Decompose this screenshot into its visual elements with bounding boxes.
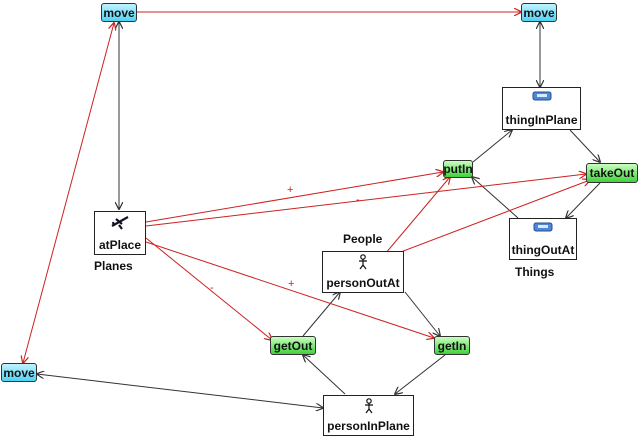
- stick-person-icon: [364, 398, 373, 414]
- arc-atplace-to-takeout: [145, 174, 586, 227]
- takeout-transition[interactable]: takeOut: [586, 163, 638, 183]
- arc-sign-plus-1: +: [287, 184, 293, 196]
- personoutat-place[interactable]: personOutAt: [322, 251, 404, 293]
- getout-transition[interactable]: getOut: [270, 336, 316, 355]
- arc-thingoutat-to-putin: [472, 177, 519, 219]
- stick-person-icon: [359, 254, 367, 270]
- thingoutat-place[interactable]: thingOutAt: [509, 218, 577, 260]
- move-transition-top-left[interactable]: move: [101, 3, 137, 22]
- thing-icon: [533, 222, 553, 232]
- thingoutat-label: thingOutAt: [511, 243, 575, 257]
- caption-people: People: [343, 232, 383, 246]
- arc-sign-plus-2: +: [288, 278, 294, 290]
- atplace-place[interactable]: atPlace: [94, 211, 146, 255]
- personoutat-label: personOutAt: [326, 276, 400, 290]
- caption-planes: Planes: [94, 259, 133, 273]
- arc-move-to-personinplane: [37, 374, 323, 408]
- arc-takeout-to-thingoutat: [566, 182, 601, 218]
- move-transition-top-right[interactable]: move: [521, 3, 557, 22]
- arc-atplace-to-getin: [145, 241, 434, 338]
- personinplane-label: personInPlane: [327, 419, 410, 433]
- personinplane-place[interactable]: personInPlane: [323, 395, 414, 436]
- getin-transition[interactable]: getIn: [434, 336, 470, 355]
- arc-personoutat-to-getin: [404, 291, 440, 336]
- arc-sign-minus-1: -: [356, 194, 360, 206]
- putin-transition[interactable]: putIn: [443, 160, 473, 178]
- arc-personoutat-to-takeout: [384, 180, 590, 259]
- arc-personinplane-to-getout: [303, 355, 346, 395]
- move-transition-bottom-left[interactable]: move: [1, 363, 37, 382]
- caption-things: Things: [515, 265, 555, 279]
- arc-getout-to-personoutat: [302, 292, 340, 337]
- arc-move-top-to-move-left: [23, 23, 114, 363]
- thinginplane-label: thingInPlane: [505, 113, 578, 127]
- arc-putin-to-thinginplane: [472, 130, 512, 163]
- atplace-label: atPlace: [98, 238, 142, 252]
- thing-icon: [532, 91, 551, 101]
- arc-atplace-to-getout: [145, 237, 272, 340]
- arc-thinginplane-to-takeout: [569, 129, 600, 162]
- arc-sign-minus-2: -: [210, 282, 214, 294]
- arc-getin-to-personinplane: [395, 354, 446, 394]
- arc-atplace-to-putin: [145, 172, 443, 223]
- thinginplane-place[interactable]: thingInPlane: [502, 87, 581, 130]
- airplane-icon: [111, 216, 129, 230]
- arc-personoutat-to-putin: [384, 177, 450, 255]
